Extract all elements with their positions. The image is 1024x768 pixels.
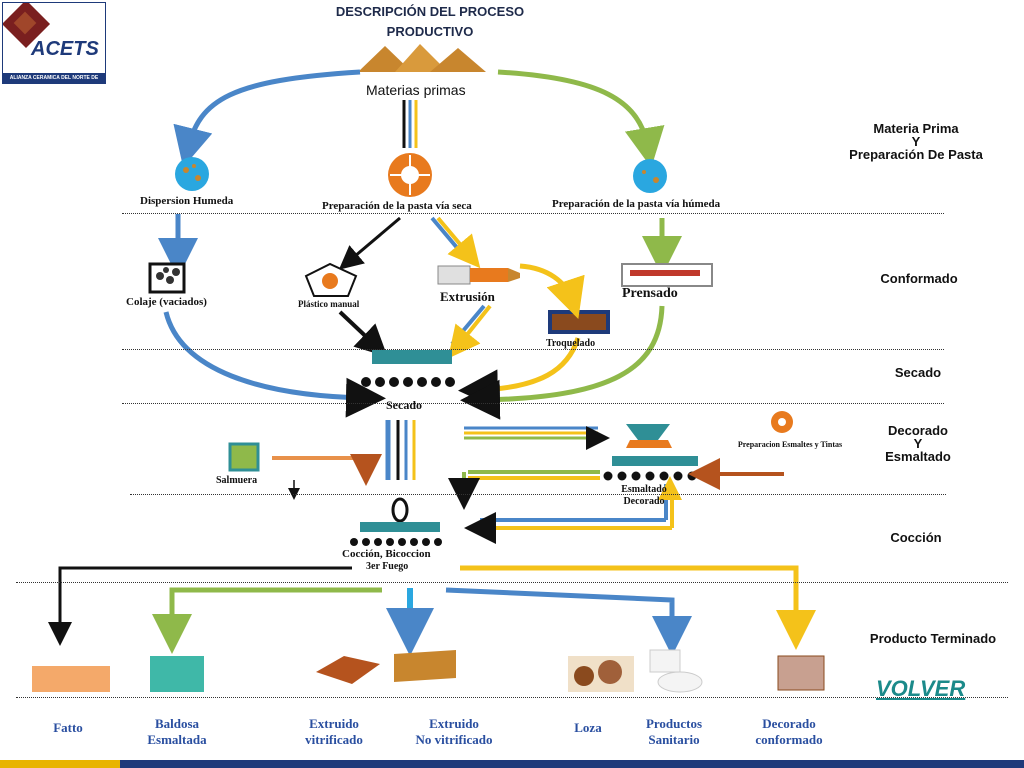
stage-conformado: Conformado	[880, 271, 958, 286]
stage-decorado: Decorado Y Esmaltado	[885, 423, 951, 464]
wet-prep-icon	[633, 159, 667, 193]
label-extrusion: Extrusión	[440, 289, 495, 304]
product-extruido-vitrificado: Extruido vitrificado	[305, 716, 363, 747]
arrow-plastico-secado	[338, 310, 388, 357]
label-plastico: Plástico manual	[298, 299, 360, 309]
extrusion-icon	[437, 265, 520, 285]
stage-producto-terminado: Producto Terminado	[869, 631, 997, 646]
stage-secado: Secado	[894, 365, 942, 380]
coccion-icon	[350, 497, 442, 546]
dry-prep-icon	[388, 153, 432, 197]
label-via-humeda: Preparación de la pasta vía húmeda	[552, 198, 721, 210]
arrow-to-decorado	[460, 565, 816, 650]
label-dispersion: Dispersion Humeda	[140, 195, 234, 207]
label-coccion: Cocción, Bicoccion	[342, 548, 431, 560]
product-extruido-no-vitrificado: Extruido No vitrificado	[415, 716, 493, 747]
logo-text: ACETS	[30, 38, 99, 60]
product-loza: Loza	[574, 720, 602, 735]
arrow-extrusion-secado	[448, 304, 492, 359]
arrow-to-fatto	[48, 566, 352, 646]
label-secado: Secado	[386, 398, 422, 412]
divider-1	[122, 213, 944, 214]
extruido-novit-image	[394, 650, 456, 682]
label-colaje: Colaje (vaciados)	[126, 296, 207, 308]
troquelado-icon	[548, 310, 610, 334]
sanitario-image	[649, 649, 703, 693]
title-line1: DESCRIPCIÓN DEL PROCESO	[335, 4, 525, 19]
stage-materia-prima: Materia Prima Y Preparación De Pasta	[849, 121, 983, 162]
label-materias-primas: Materias primas	[366, 82, 466, 98]
product-fatto: Fatto	[53, 720, 83, 735]
arrow-to-sanitario	[445, 587, 692, 656]
divider-2	[122, 349, 944, 350]
product-baldosa: Baldosa Esmaltada	[147, 716, 207, 747]
arrow-seca-extrusion	[436, 216, 481, 269]
arrow-to-baldosa	[152, 587, 382, 654]
arrow-to-via-humeda	[497, 69, 665, 168]
arrow-colaje-secado	[163, 311, 386, 418]
raw-materials-icon	[358, 44, 486, 72]
label-prensado: Prensado	[622, 286, 678, 301]
label-tercer-fuego: 3er Fuego	[366, 561, 409, 572]
logo-caption: ALIANZA CERAMICA DEL NORTE DE SANTANDER	[3, 73, 105, 91]
divider-3	[122, 403, 944, 404]
label-esmaltado: Esmaltado Decorado	[621, 484, 667, 507]
loza-image	[568, 656, 634, 692]
arrow-prensado-secado	[460, 305, 665, 420]
product-sanitario: Productos Sanitario	[645, 716, 703, 747]
label-prep-esmaltes: Preparacion Esmaltes y Tintas	[737, 440, 843, 449]
baldosa-image	[150, 656, 204, 692]
colaje-icon	[148, 262, 186, 294]
logo: ACETS ALIANZA CERAMICA DEL NORTE DE SANT…	[1, 0, 106, 91]
divider-6	[16, 697, 1008, 698]
decorado-image	[777, 655, 825, 691]
esmaltado-icon	[603, 424, 698, 481]
divider-4	[130, 494, 946, 495]
arrow-to-dispersion	[173, 69, 361, 168]
divider-5	[16, 582, 1008, 583]
volver-link[interactable]: VOLVER	[876, 676, 966, 701]
prep-esmaltes-icon	[771, 411, 793, 433]
plastico-icon	[304, 262, 358, 297]
title-line2: PRODUCTIVO	[386, 24, 474, 39]
extruido-vit-image	[316, 656, 380, 684]
prensado-icon	[621, 263, 713, 287]
arrow-extrusion-troquelado	[519, 263, 585, 319]
label-via-seca: Preparación de la pasta vía seca	[322, 200, 472, 212]
label-salmuera: Salmuera	[216, 475, 258, 486]
logo-graphic: ACETS	[1, 0, 99, 60]
secado-icon	[361, 350, 455, 387]
arrow-seca-plastico	[338, 216, 401, 270]
product-decorado: Decorado conformado	[755, 716, 823, 747]
bottom-bar	[0, 760, 1024, 768]
page-title: DESCRIPCIÓN DEL PROCESO PRODUCTIVO	[300, 2, 560, 42]
fatto-image	[32, 666, 110, 692]
label-troquelado: Troquelado	[546, 338, 596, 349]
salmuera-icon	[228, 442, 260, 472]
dispersion-icon	[175, 157, 209, 191]
stage-coccion: Cocción	[890, 530, 942, 545]
